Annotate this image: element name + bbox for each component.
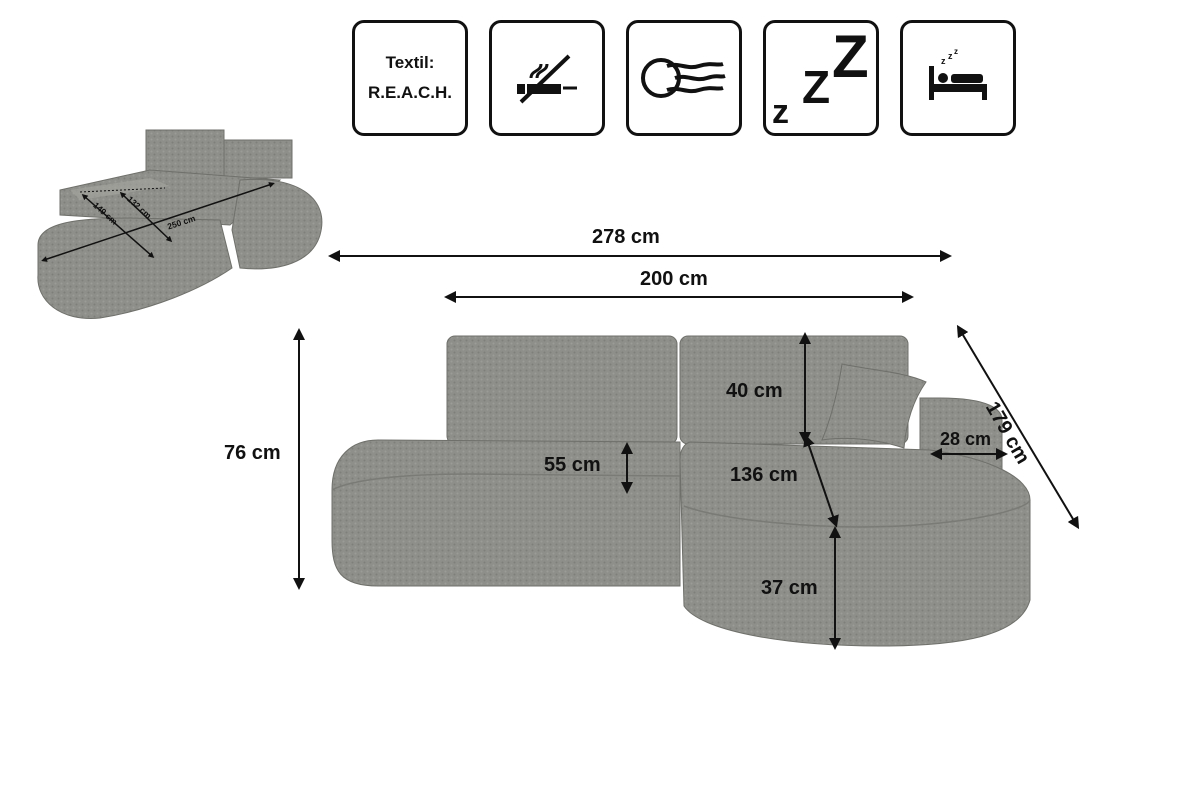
textile-label: Textil: xyxy=(385,53,435,72)
breathable-badge xyxy=(626,20,742,136)
svg-text:z: z xyxy=(941,56,946,66)
sleep-zzz-icon: z Z Z xyxy=(772,23,869,131)
sleep-letter-small: z xyxy=(772,93,789,131)
reach-label: R.E.A.C.H. xyxy=(367,83,453,102)
breathable-fabric-icon xyxy=(641,58,726,98)
main-width-label: 200 cm xyxy=(640,268,708,290)
bed-dimension-lines xyxy=(41,182,275,262)
feature-icons-row: Textil: R.E.A.C.H. z Z Z xyxy=(352,20,1020,140)
back-cushion-height-label: 40 cm xyxy=(726,380,783,402)
base-height-label: 37 cm xyxy=(761,577,818,599)
bed-icon: z z z xyxy=(929,48,987,100)
seat-height-label: 55 cm xyxy=(544,454,601,476)
sleeping-function-badge: z z z xyxy=(900,20,1016,136)
sleep-letter-large: Z xyxy=(832,23,869,90)
total-width-label: 278 cm xyxy=(592,226,660,248)
textile-reach-badge: Textil: R.E.A.C.H. xyxy=(352,20,468,136)
armrest-width-label: 28 cm xyxy=(940,429,992,449)
main-sofa xyxy=(331,335,1031,647)
no-smoking-icon xyxy=(517,54,577,104)
total-height-label: 76 cm xyxy=(224,442,281,464)
svg-text:z: z xyxy=(954,48,958,56)
no-smoking-badge xyxy=(489,20,605,136)
sleep-letter-medium: Z xyxy=(802,61,830,113)
main-dimension-lines xyxy=(293,250,1080,650)
sleep-badge: z Z Z xyxy=(763,20,879,136)
svg-text:z: z xyxy=(948,51,953,61)
chaise-length-label: 136 cm xyxy=(730,464,798,486)
